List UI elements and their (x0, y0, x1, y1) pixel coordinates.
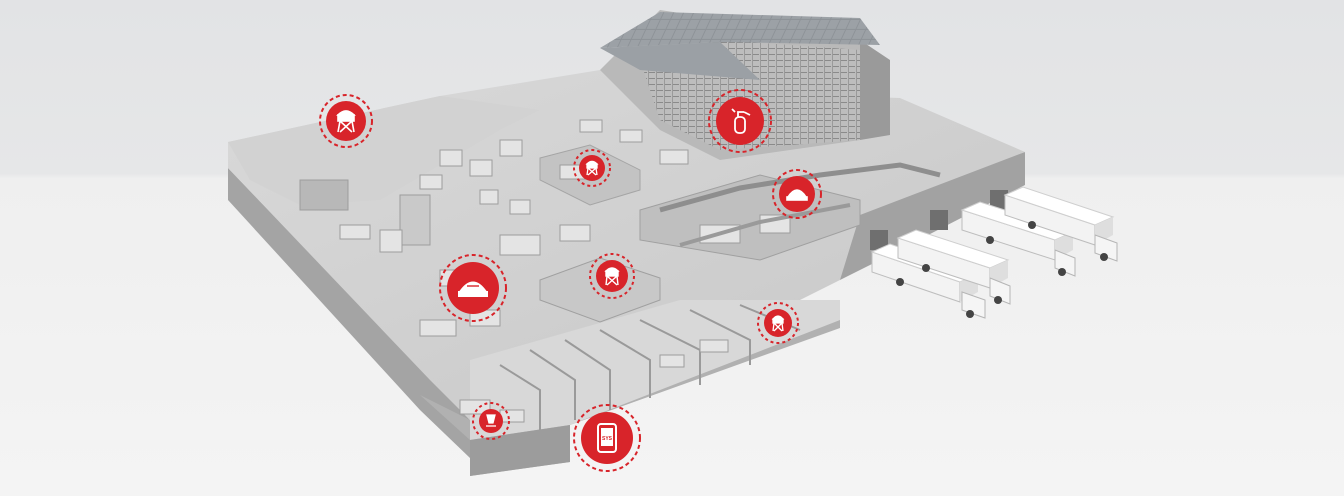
water-tower-icon (585, 160, 599, 176)
mobile-screen-text: SYS (602, 436, 613, 442)
hotspot-water-tower-office[interactable] (757, 302, 799, 344)
smoke-detector-icon (458, 281, 488, 297)
office-block-floor (470, 300, 840, 440)
mobile-app-icon: SYS (597, 423, 617, 453)
conveyor-line-2 (679, 203, 851, 247)
loading-dock (870, 190, 1008, 250)
west-hall-floor (228, 96, 540, 205)
conveyor-line (659, 162, 941, 213)
hotspot-sprinkler[interactable] (472, 402, 510, 440)
hotspot-water-tower-lab[interactable] (589, 253, 635, 299)
truck (896, 229, 1011, 305)
hotspot-mobile-app[interactable]: SYS (573, 404, 641, 472)
trucks (870, 186, 1118, 319)
water-tower-icon (604, 267, 620, 286)
hotspot-smoke-detector-production[interactable] (772, 169, 822, 219)
sprinkler-head-icon (486, 414, 496, 427)
hotspot-smoke-detector-west[interactable] (439, 254, 507, 322)
hotspot-water-tower-center[interactable] (573, 149, 611, 187)
high-bay-warehouse (600, 10, 890, 160)
solar-roof-front (600, 42, 760, 80)
hotspot-fire-extinguisher[interactable] (708, 89, 772, 153)
hotspots: SYS (319, 89, 822, 472)
truck (960, 201, 1076, 277)
office-block-wall (470, 425, 570, 476)
solar-roof (600, 12, 880, 48)
truck (1003, 186, 1118, 262)
hotspot-water-tower-west[interactable] (319, 94, 373, 148)
fire-extinguisher-icon (731, 108, 751, 134)
building-wall-left (228, 142, 470, 458)
water-tower-icon (336, 110, 356, 133)
water-tower-icon (771, 315, 785, 332)
smoke-detector-icon (786, 189, 808, 201)
